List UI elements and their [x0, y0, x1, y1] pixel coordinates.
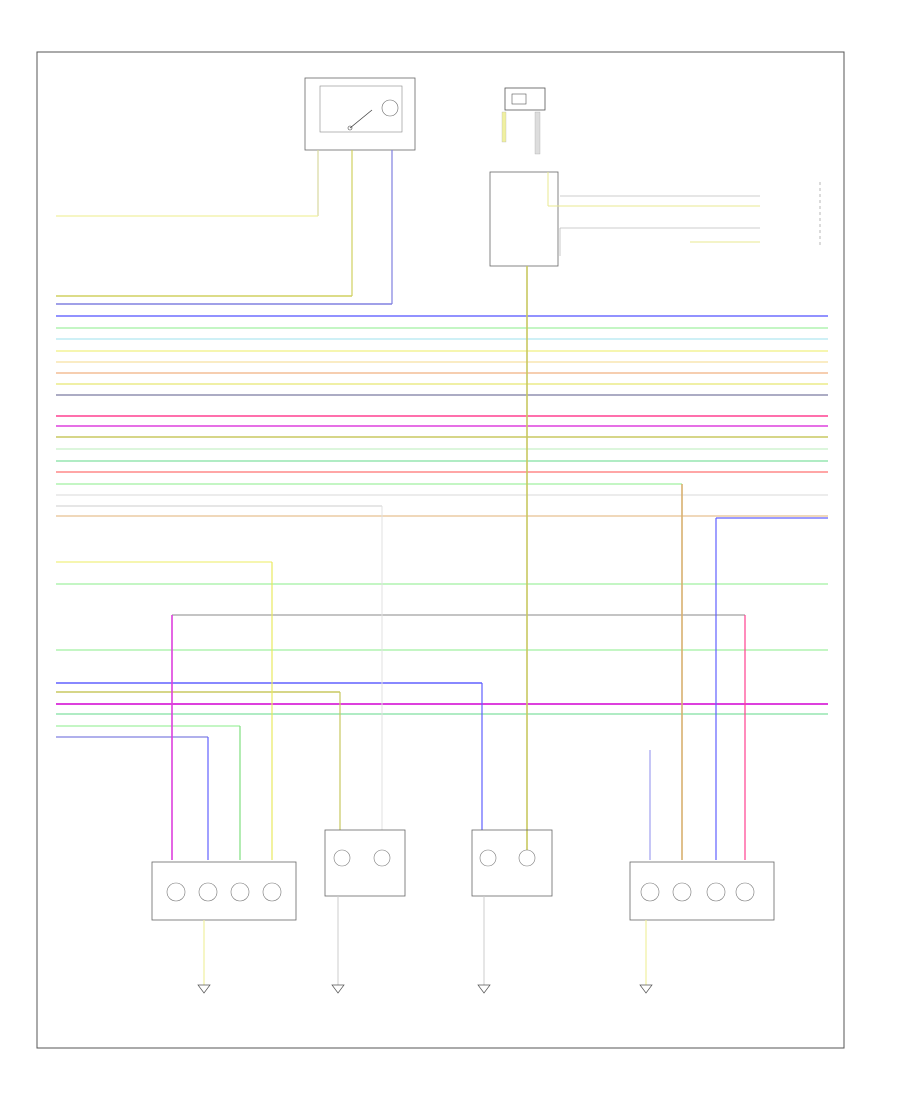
- bus-group-c: [56, 561, 828, 738]
- left-tail-lamp: [151, 861, 297, 985]
- right-plate-lamp: [471, 829, 553, 985]
- vertical-wires: [56, 150, 760, 860]
- bus-group-a: [56, 295, 828, 396]
- ground-symbols: [197, 984, 653, 994]
- bus-group-b: [56, 415, 828, 519]
- right-tail-lamp: [629, 861, 775, 985]
- left-plate-lamp: [324, 829, 406, 985]
- top-switch: [304, 77, 416, 151]
- top-sensor: [501, 87, 546, 155]
- junction-box: [489, 171, 559, 267]
- diagram-frame: [36, 51, 845, 1049]
